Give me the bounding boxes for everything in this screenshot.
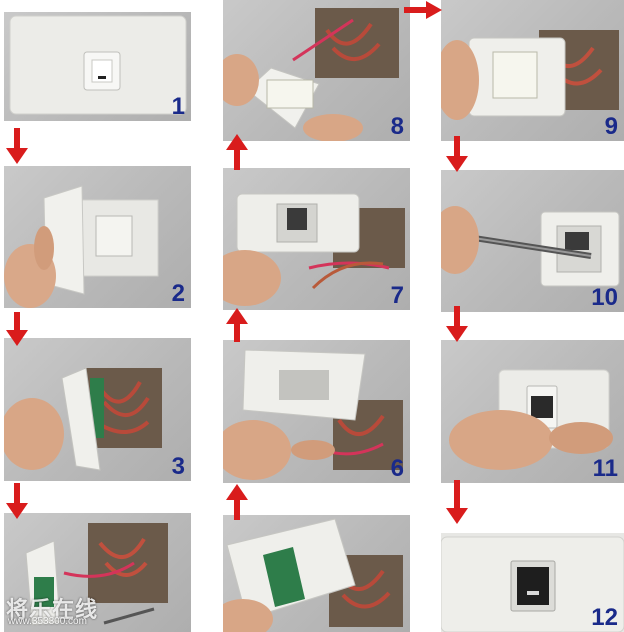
arrow-down-icon (446, 480, 468, 524)
step-number: 1 (171, 93, 185, 120)
attach-cover-image (449, 369, 613, 470)
arrow-up-icon (226, 134, 248, 170)
step-photo-12: 12 (441, 533, 624, 632)
arrow-down-icon (446, 136, 468, 172)
step-number: 11 (592, 455, 618, 482)
step-number: 2 (171, 280, 185, 307)
arrow-down-icon (6, 483, 28, 519)
step-number: 9 (604, 113, 618, 140)
insert-new-module-image (223, 518, 403, 632)
step-number: 6 (390, 455, 404, 482)
step-photo-3: 3 (4, 338, 191, 481)
step-photo-6: 6 (223, 340, 410, 483)
step-number: 3 (171, 453, 185, 480)
step-number: 12 (591, 604, 618, 631)
step-number: 10 (591, 284, 618, 311)
watermark-site-name: 将乐在线 (6, 598, 99, 623)
arrow-down-icon (6, 312, 28, 346)
watermark-url: www.353300.com (8, 616, 87, 627)
empty-frame-image (223, 349, 403, 480)
arrow-up-icon (226, 308, 248, 342)
arrow-down-icon (6, 128, 28, 164)
switch-plate-closed-image (9, 15, 187, 115)
arrow-right-icon (404, 1, 442, 19)
step-photo-5 (223, 515, 410, 632)
disconnect-wires-image (25, 523, 168, 626)
site-watermark: 将乐在线 www.353300.com (2, 592, 202, 632)
step-number: 8 (390, 113, 404, 140)
frame-with-module-image (223, 193, 405, 306)
step-photo-2: 2 (4, 166, 191, 308)
step-photo-11: 11 (441, 340, 624, 483)
remove-cover-image (4, 185, 159, 308)
screw-frame-image (441, 206, 620, 287)
step-photo-1: 1 (4, 12, 191, 121)
step-number: 7 (390, 282, 404, 309)
step-photo-4 (4, 513, 191, 632)
arrow-up-icon (226, 484, 248, 520)
connect-wires-image (441, 30, 619, 120)
arrow-down-icon (446, 306, 468, 342)
step-photo-8: 8 (223, 0, 410, 141)
installed-switch-image (441, 536, 624, 632)
switch-module-removed-image (223, 8, 399, 141)
pull-out-switch-image (4, 367, 162, 471)
step-photo-7: 7 (223, 168, 410, 310)
step-photo-10: 10 (441, 170, 624, 312)
step-photo-9: 9 (441, 0, 624, 141)
